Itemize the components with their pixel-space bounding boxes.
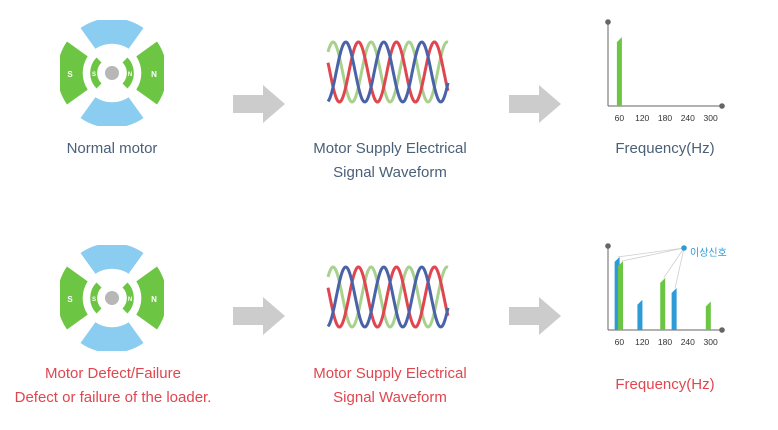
- annotation-leader-line: [674, 247, 685, 289]
- inner-s-label: S: [92, 72, 96, 78]
- annotation-leader-line: [621, 247, 685, 262]
- arrow-right-icon: [233, 85, 289, 128]
- faulty-motor-label: Motor Defect/Failure Defect or failure o…: [14, 365, 212, 406]
- abnormal-signal-annotation: 이상신호: [690, 248, 727, 259]
- annotation-leader-line: [618, 247, 685, 258]
- motor-bottom-segment: [80, 97, 144, 128]
- inner-n-label: N: [128, 72, 132, 78]
- waveform-faulty: [326, 262, 450, 337]
- pole-s-label: S: [67, 70, 73, 79]
- motor-right-pole: [136, 41, 167, 105]
- motor-left-pole: [57, 41, 88, 105]
- spectrum-bar: [616, 37, 622, 106]
- motor-left-pole: [57, 266, 88, 330]
- y-axis-end-dot: [605, 243, 611, 249]
- x-tick-label: 180: [658, 113, 672, 123]
- phase-c-wave: [326, 265, 450, 329]
- motor-top-segment: [80, 18, 144, 49]
- frequency-label-faulty: Frequency(Hz): [615, 376, 715, 393]
- x-tick-label: 60: [615, 337, 625, 347]
- waveform-normal: [326, 37, 450, 112]
- motor-shaft: [105, 291, 119, 305]
- motor-icon: S N S N: [57, 18, 167, 128]
- x-axis-end-dot: [719, 327, 725, 333]
- pole-n-label: N: [151, 70, 157, 79]
- y-axis-end-dot: [605, 19, 611, 25]
- inner-n-label: N: [128, 297, 132, 303]
- motor-right-pole: [136, 266, 167, 330]
- frequency-spectrum-faulty: 60 120 180 240 300: [600, 240, 740, 365]
- arrow-right-icon: [233, 297, 289, 340]
- x-tick-label: 120: [635, 113, 649, 123]
- arrow-right-icon: [509, 85, 565, 128]
- x-tick-label: 300: [704, 337, 718, 347]
- frequency-spectrum-normal: 60 120 180 240 300: [600, 16, 740, 141]
- waveform-label-faulty: Motor Supply Electrical Signal Waveform: [313, 365, 467, 406]
- spectrum-bar: [618, 261, 624, 330]
- pole-s-label: S: [67, 295, 73, 304]
- x-tick-label: 300: [704, 113, 718, 123]
- motor-top-segment: [80, 243, 144, 274]
- arrow-right-icon: [509, 297, 565, 340]
- x-tick-label: 120: [635, 337, 649, 347]
- normal-motor-label: Normal motor: [66, 140, 158, 157]
- faulty-motor-diagram: S N S N: [57, 243, 167, 353]
- motor-icon: S N S N: [57, 243, 167, 353]
- normal-motor-diagram: S N S N: [57, 18, 167, 128]
- spectrum-bar: [671, 288, 677, 330]
- phase-c-wave: [326, 40, 450, 104]
- x-tick-label: 60: [615, 113, 625, 123]
- x-tick-label: 180: [658, 337, 672, 347]
- spectrum-bar: [705, 301, 711, 330]
- frequency-label-normal: Frequency(Hz): [615, 140, 715, 157]
- phase-a-wave: [326, 265, 449, 329]
- motor-shaft: [105, 66, 119, 80]
- inner-s-label: S: [92, 297, 96, 303]
- motor-bottom-segment: [80, 322, 144, 353]
- spectrum-bar: [637, 299, 643, 330]
- x-tick-label: 240: [681, 113, 695, 123]
- phase-a-wave: [326, 40, 449, 104]
- waveform-label-normal: Motor Supply Electrical Signal Waveform: [313, 140, 467, 181]
- spectrum-bar: [660, 277, 666, 330]
- x-tick-label: 240: [681, 337, 695, 347]
- annotation-dot: [681, 245, 687, 251]
- x-axis-end-dot: [719, 103, 725, 109]
- annotation-leader-line: [663, 247, 685, 279]
- pole-n-label: N: [151, 295, 157, 304]
